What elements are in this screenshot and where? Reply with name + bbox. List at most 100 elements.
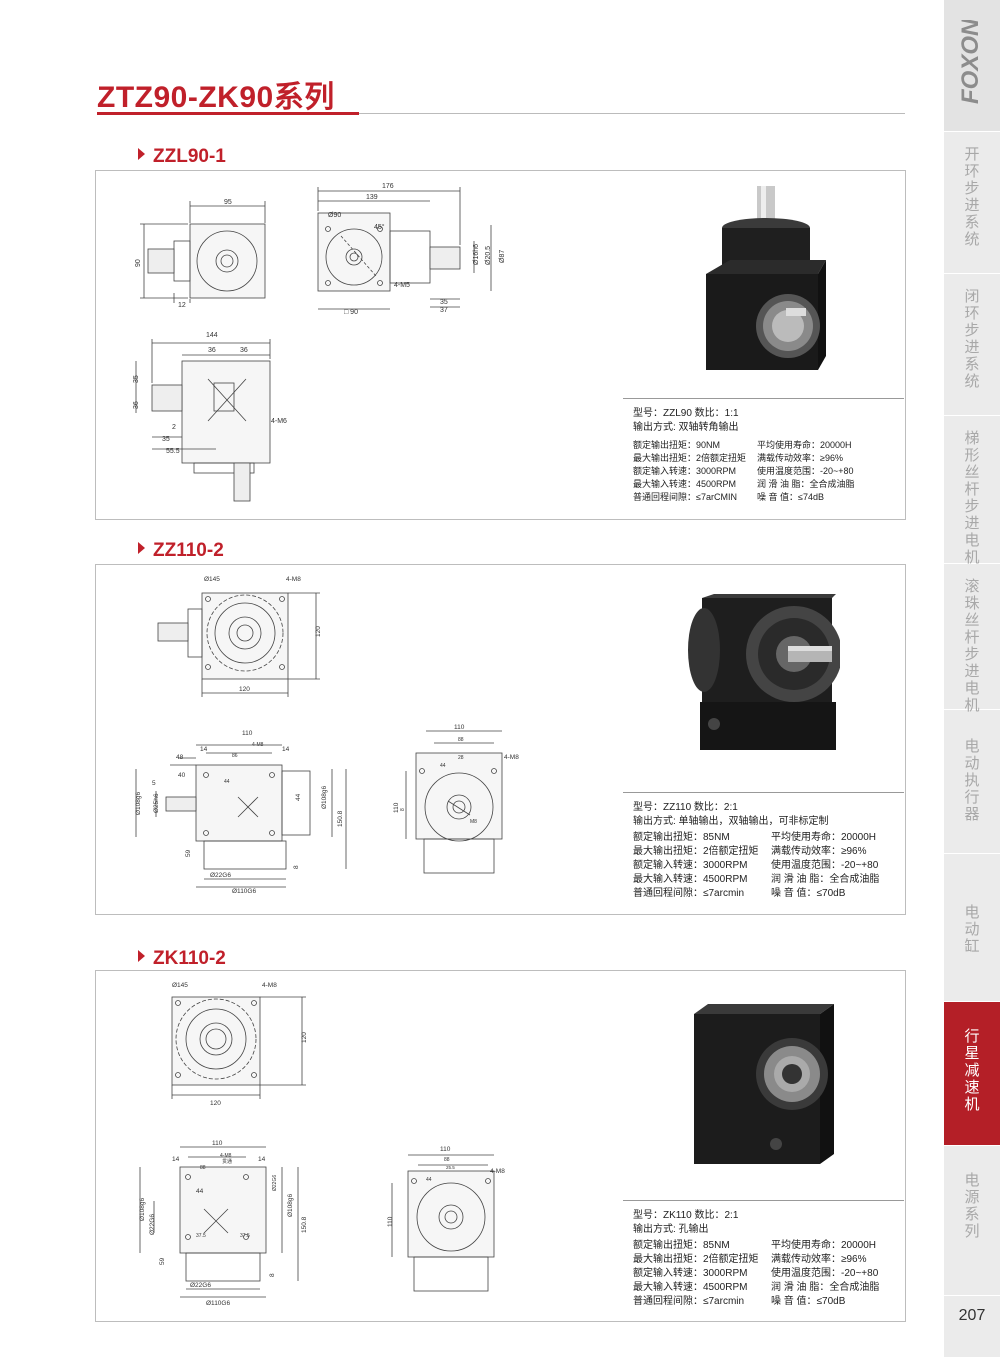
dim-label: 59 [159,1257,166,1265]
dim-label: 88 [458,737,464,743]
dim-label: 35 [162,436,170,443]
spec-item: 噪 音 值：≤70dB [771,1296,846,1307]
sidebar-item-closed-loop[interactable]: 闭环步进系统 [944,274,1000,416]
sidebar-logo-area [944,0,1000,132]
dim-label: Ø16h6 [473,244,480,265]
dim-label: 4-M8 [504,754,519,761]
dim-label: M8 [470,819,477,825]
spec-item: 额定输出扭矩：85NM [633,832,730,843]
spec-item: 润 滑 油 脂：全合成油脂 [757,479,855,489]
spec-item: 满载传动效率：≥96% [771,846,867,857]
spec-item: 噪 音 值：≤70dB [771,888,846,899]
dim-label: Ø22G6 [190,1282,211,1289]
technical-drawing-zz110: Ø145 4-M8 120 120 110 4-M8 86 14 14 48 4… [135,576,519,895]
logo-text: FOXON [957,20,984,104]
dim-label: 110 [242,730,253,737]
dim-label: 36 [240,347,248,354]
product-photo-zz110 [688,594,840,750]
dim-label: 110 [212,1140,223,1147]
dim-label: 44 [196,1188,204,1195]
dim-label: Ø20.5 [485,246,492,265]
sidebar-item-planetary-reducer[interactable]: 行星减速机 [944,1002,1000,1146]
spec-item: 满载传动效率：≥96% [771,1254,867,1265]
spec-item: 使用温度范围：-20~+80 [771,860,879,871]
spec-item: 使用温度范围：-20~+80 [757,466,854,476]
sidebar-item-trapezoidal-screw[interactable]: 梯形丝杆步进电机 [944,416,1000,566]
dim-label: 88 [444,1157,450,1163]
dim-label: 35 [440,299,448,306]
dim-label: 37 [440,307,448,314]
dim-label: 120 [315,626,322,637]
spec-item: 最大输出扭矩：2倍额定扭矩 [633,453,747,463]
dim-label: 14 [172,1156,180,1163]
dim-label: 4-M8 [220,1153,232,1159]
section-heading-text: ZZL90-1 [153,146,226,167]
dim-label: Ø25h6 [153,793,160,813]
sidebar-item-actuator[interactable]: 电动执行器 [944,710,1000,854]
sidebar-item-label: 开环步进系统 [964,146,980,248]
spec-item: 额定输入转速：3000RPM [633,466,737,476]
dim-label: 59 [185,849,192,857]
section-heading-text: ZZ110-2 [153,540,224,561]
technical-drawing-zzl90: 95 90 12 176 139 Ø90 45° 4-M5 35 37 □ 90… [133,183,506,502]
dim-label: 25.5 [446,1165,455,1170]
sidebar-item-power-supply[interactable]: 电源系列 [944,1146,1000,1296]
spec-model: 型号：ZZL90 数比：1:1 [633,408,739,419]
dim-label: 88 [200,1165,206,1171]
dim-label: 150.8 [337,810,344,827]
dim-label: 55.5 [166,448,180,455]
sidebar-item-label: 电源系列 [964,1172,980,1240]
spec-table-zzl90: 型号：ZZL90 数比：1:1 输出方式: 双轴转角输出 额定输出扭矩：90NM… [623,398,904,517]
dim-label: 8 [400,808,406,811]
spec-item: 最大输出扭矩：2倍额定扭矩 [633,1254,759,1265]
product-photo-zk110 [694,1004,834,1164]
dim-label: 110 [393,802,400,813]
spec-output: 输出方式: 单轴输出，双轴输出，可非标定制 [633,816,829,827]
sidebar-item-electric-cylinder[interactable]: 电动缸 [944,854,1000,1002]
dim-label: 110 [440,1146,451,1153]
dim-label: 40 [178,772,186,779]
page-number: 207 [958,1307,986,1324]
spec-item: 额定输出扭矩：90NM [633,440,721,450]
dim-label: 35 [133,375,140,383]
spec-item: 润 滑 油 脂：全合成油脂 [771,1282,880,1293]
section-heading-zz110: ZZ110-2 [138,540,224,562]
dim-label: 150.8 [301,1216,308,1233]
spec-item: 最大输入转速：4500RPM [633,1282,748,1293]
dim-label: 14 [258,1156,266,1163]
dim-label: 5 [152,780,156,787]
dim-label: 44 [426,1177,432,1183]
dim-label: 95 [224,199,232,206]
dim-label: 110 [387,1216,394,1227]
spec-item: 使用温度范围：-20~+80 [771,1268,879,1279]
dim-label: 120 [239,686,250,693]
spec-item: 最大输出扭矩：2倍额定扭矩 [633,846,759,857]
sidebar-item-label: 闭环步进系统 [964,288,980,390]
dim-label: Ø87 [499,250,506,263]
dim-label: 120 [301,1032,308,1043]
spec-item: 普通回程间隙：≤7arcmin [633,1296,745,1307]
spec-table-zz110: 型号：ZZ110 数比：2:1 输出方式: 单轴输出，双轴输出，可非标定制 额定… [623,792,904,912]
sidebar-item-ball-screw[interactable]: 滚珠丝杆步进电机 [944,564,1000,714]
sidebar-item-open-loop[interactable]: 开环步进系统 [944,132,1000,274]
spec-item: 润 滑 油 脂：全合成油脂 [771,874,880,885]
spec-item: 满载传动效率：≥96% [757,453,843,463]
title-accent-bar [97,112,359,115]
section-heading-text: ZK110-2 [153,948,226,969]
dim-label: 36 [208,347,216,354]
dim-label: Ø90 [328,212,341,219]
dim-label: 36 [133,401,140,409]
spec-model: 型号：ZZ110 数比：2:1 [633,802,738,813]
dim-label: 14 [200,746,208,753]
dim-label: 8 [269,1273,276,1277]
dim-label: 37.5 [196,1233,206,1239]
dim-label: 90 [135,259,142,267]
dim-label: 2 [172,424,176,431]
dim-label: 176 [382,183,394,190]
dim-label: 44 [224,779,230,785]
dim-label: Ø108g6 [321,785,328,809]
triangle-arrow-icon [138,148,145,160]
dim-label: Ø108g6 [287,1193,294,1217]
sidebar-item-label: 梯形丝杆步进电机 [964,430,980,566]
